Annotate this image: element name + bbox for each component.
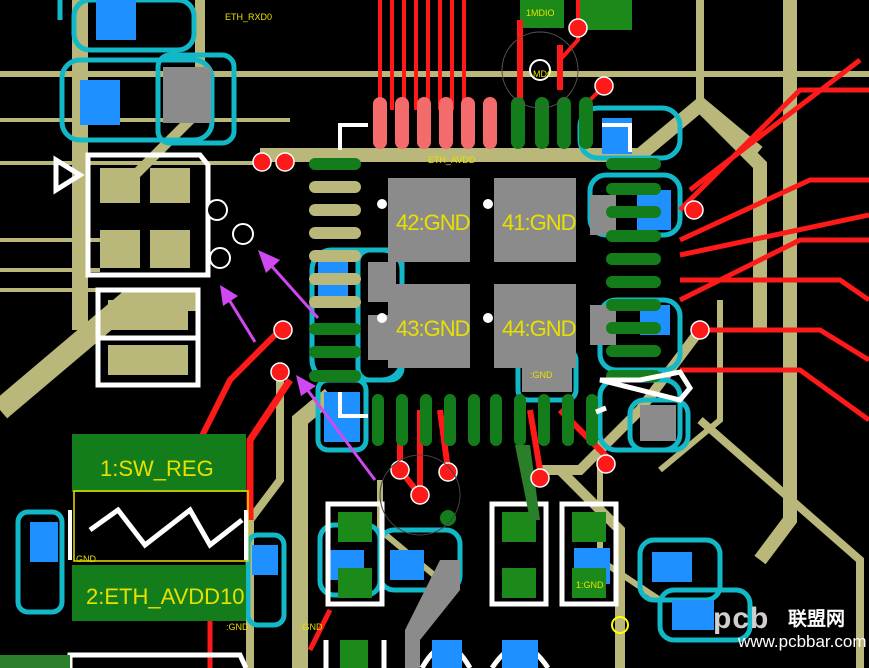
ic-center-pads [377,178,576,368]
gnd-label-e: GND [76,554,97,564]
regulator-component [68,434,249,621]
pad-41-label: 41:GND [502,210,576,235]
net-label-eth-avdd: ETH_AVDD [428,155,476,165]
ground-regions [0,445,540,668]
bottom-passives-pads [338,512,606,668]
pad-43-label: 43:GND [396,316,470,341]
gnd-label-a: :GND [530,370,553,380]
gnd-label-b: 1:GND [576,580,604,590]
pad-43 [388,284,470,368]
gnd-label-c: :GND [226,622,249,632]
connector-pads-left [100,168,190,375]
pad-44 [494,284,576,368]
small-labels: ETH_AVDD ETH_RXD0 1MDIO MDC :GND 1:GND :… [76,8,604,632]
net-label-mdio: 1MDIO [526,8,555,18]
watermark-logo: pcb [713,602,770,635]
sw-reg-label: 1:SW_REG [100,456,214,481]
ic-top-pins-salmon [373,97,497,149]
ic-left-pins [309,158,361,382]
net-label-mdc: MDC [533,69,554,79]
gnd-label-d: :GND [300,622,323,632]
ic-right-pins [606,158,661,382]
annotation-arrows [220,250,377,481]
pad-44-label: 44:GND [502,316,576,341]
vias [206,18,710,634]
eth-avdd10-label: 2:ETH_AVDD10 [86,584,245,609]
watermark-url: www.pcbbar.com [738,632,867,651]
pad-41 [494,178,576,262]
connector-silkscreen-left [53,152,211,388]
ic-bottom-pins [372,394,598,446]
net-label-eth-rxd0: ETH_RXD0 [225,12,272,22]
ic-silkscreen-outline [338,123,632,418]
watermark-name: 联盟网 [788,608,846,630]
pad-42-label: 42:GND [396,210,470,235]
ic-top-pins-green [511,97,593,149]
pad-42 [388,178,470,262]
